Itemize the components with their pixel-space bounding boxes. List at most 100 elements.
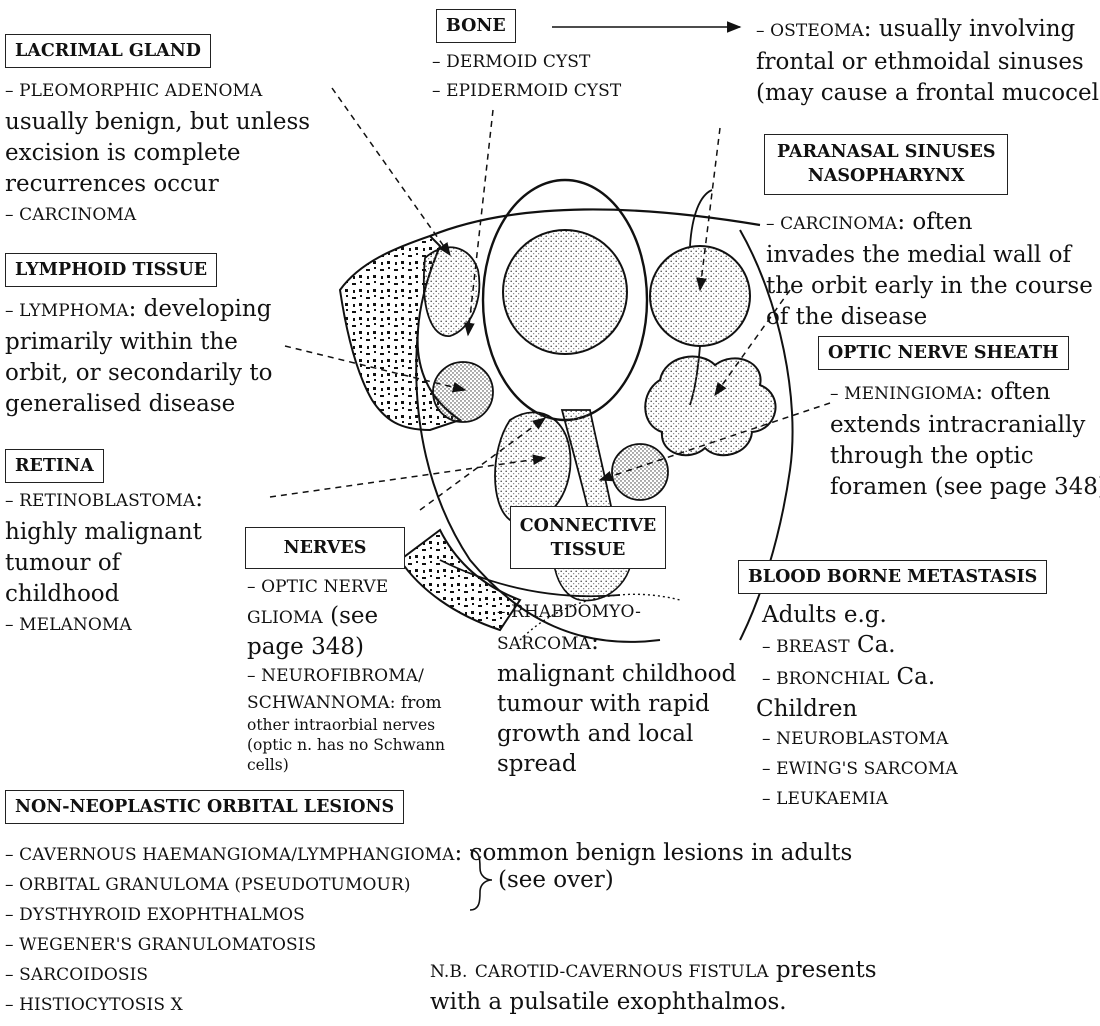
non-neoplastic-line-2: – ORBITAL GRANULOMA (PSEUDOTUMOUR) (5, 870, 852, 900)
connective-text: – RHABDOMYO- SARCOMA: malignant childhoo… (497, 597, 736, 779)
lacrimal-gland-text: – PLEOMORPHIC ADENOMA usually benign, bu… (5, 76, 310, 231)
lacrimal-gland-heading: LACRIMAL GLAND (5, 34, 211, 68)
nerves-line-1: – OPTIC NERVE (247, 573, 445, 602)
osteoma-name: – OSTEOMA (756, 21, 864, 41)
metastasis-ca-1: Ca. (850, 632, 896, 658)
bone-text: – DERMOID CYST – EPIDERMOID CYST (432, 48, 621, 106)
retina-line-4: childhood (5, 579, 203, 610)
connective-line-6: spread (497, 749, 736, 779)
lacrimal-line-5: – CARCINOMA (5, 200, 310, 231)
lacrimal-line-2: usually benign, but unless (5, 107, 310, 138)
metastasis-child-3: – LEUKAEMIA (762, 784, 958, 814)
retina-text: – RETINOBLASTOMA: highly malignant tumou… (5, 484, 203, 641)
connective-line-4: tumour with rapid (497, 689, 736, 719)
metastasis-child-1: – NEUROBLASTOMA (762, 724, 958, 754)
metastasis-breast-line: – BREAST Ca. (762, 630, 958, 662)
lacrimal-line-3: excision is complete (5, 138, 310, 169)
bone-line-1: – DERMOID CYST (432, 48, 621, 77)
bone-line-2: – EPIDERMOID CYST (432, 77, 621, 106)
non-neoplastic-heading: NON-NEOPLASTIC ORBITAL LESIONS (5, 790, 404, 824)
retina-line-3: tumour of (5, 548, 203, 579)
retina-rest: : (195, 486, 203, 512)
non-neoplastic-line-3: – DYSTHYROID EXOPHTHALMOS (5, 900, 852, 930)
optic-sheath-line-2: extends intracranially (830, 410, 1100, 441)
lymphoid-line-4: generalised disease (5, 389, 272, 420)
connective-line-2: SARCOMA: (497, 627, 736, 659)
lacrimal-line-4: recurrences occur (5, 169, 310, 200)
bone-heading: BONE (436, 9, 516, 43)
paranasal-line-4: of the disease (766, 302, 1093, 333)
connective-sarcoma: SARCOMA (497, 634, 591, 654)
carotid-note-nb: N.B. (430, 962, 468, 982)
nerves-line-2: GLIOMA (see (247, 602, 445, 633)
osteoma-line-3: (may cause a frontal mucocele) (756, 78, 1100, 109)
connective-sarcoma-rest: : (591, 629, 599, 655)
optic-sheath-line-1: – MENINGIOMA: often (830, 377, 1100, 410)
paranasal-line-1: – CARCINOMA: often (766, 207, 1093, 240)
lymphoid-text: – LYMPHOMA: developing primarily within … (5, 294, 272, 420)
lacrimal-mass (424, 247, 480, 336)
nerves-heading: NERVES (245, 527, 405, 569)
connective-line-3: malignant childhood (497, 659, 736, 689)
paranasal-heading: PARANASAL SINUSES NASOPHARYNX (764, 134, 1008, 195)
retina-line-5: – MELANOMA (5, 610, 203, 641)
nerves-line-4: – NEUROFIBROMA/ (247, 662, 445, 691)
paranasal-title-2: NASOPHARYNX (777, 165, 995, 189)
nerves-text: – OPTIC NERVE GLIOMA (see page 348) – NE… (247, 573, 445, 775)
non-neoplastic-cavernous: – CAVERNOUS HAEMANGIOMA/LYMPHANGIOMA (5, 845, 455, 865)
carotid-note-fistula: CAROTID-CAVERNOUS FISTULA (475, 962, 769, 982)
optic-sheath-line-3: through the optic (830, 441, 1100, 472)
metastasis-breast: – BREAST (762, 637, 850, 657)
nerves-schwannoma: SCHWANNOMA (247, 693, 390, 713)
connective-heading: CONNECTIVE TISSUE (510, 506, 666, 569)
sheath-ball (612, 444, 668, 500)
osteoma-line-2: frontal or ethmoidal sinuses (756, 47, 1100, 78)
optic-sheath-text: – MENINGIOMA: often extends intracranial… (830, 377, 1100, 503)
lacrimal-line-1: – PLEOMORPHIC ADENOMA (5, 76, 310, 107)
arrow-lacrimal (332, 88, 450, 255)
retina-name: – RETINOBLASTOMA (5, 491, 195, 511)
osteoma-text: – OSTEOMA: usually involving frontal or … (756, 14, 1100, 109)
retina-line-1: – RETINOBLASTOMA: (5, 484, 203, 517)
retina-heading: RETINA (5, 449, 104, 483)
optic-sheath-rest: : often (975, 379, 1050, 405)
carotid-note-presents: presents (776, 957, 877, 983)
metastasis-heading: BLOOD BORNE METASTASIS (738, 560, 1047, 594)
connective-line-5: growth and local (497, 719, 736, 749)
lymphoid-line-3: orbit, or secondarily to (5, 358, 272, 389)
optic-sheath-heading: OPTIC NERVE SHEATH (818, 336, 1069, 370)
lymphoid-line-2: primarily within the (5, 327, 272, 358)
lymphoid-line-1: – LYMPHOMA: developing (5, 294, 272, 327)
paranasal-title-1: PARANASAL SINUSES (777, 141, 995, 165)
nerves-line-6: other intraorbial nerves (247, 715, 445, 735)
metastasis-adults: Adults e.g. (762, 600, 958, 630)
metastasis-bronchial-line: – BRONCHIAL Ca. (762, 662, 958, 694)
optic-sheath-line-4: foramen (see page 348) (830, 472, 1100, 503)
paranasal-line-3: the orbit early in the course (766, 271, 1093, 302)
paranasal-text: – CARCINOMA: often invades the medial wa… (766, 207, 1093, 333)
paranasal-mass (645, 357, 775, 456)
carotid-note: N.B. CAROTID-CAVERNOUS FISTULA presents … (430, 955, 877, 1017)
sinus-ball (650, 246, 750, 346)
connective-title-1: CONNECTIVE (515, 515, 661, 539)
nerves-glioma: GLIOMA (247, 608, 323, 628)
paranasal-rest: : often (897, 209, 972, 235)
non-neoplastic-line-1: – CAVERNOUS HAEMANGIOMA/LYMPHANGIOMA: co… (5, 838, 852, 870)
metastasis-ca-2: Ca. (889, 664, 935, 690)
paranasal-name: – CARCINOMA (766, 214, 897, 234)
metastasis-child-2: – EWING'S SARCOMA (762, 754, 958, 784)
carotid-note-line-1: N.B. CAROTID-CAVERNOUS FISTULA presents (430, 955, 877, 987)
nerves-line-8: cells) (247, 755, 445, 775)
osteoma-rest: : usually involving (864, 16, 1075, 42)
nerves-line-3: page 348) (247, 633, 445, 662)
see-over-label: (see over) (498, 865, 614, 896)
metastasis-children: Children (756, 694, 958, 724)
carotid-note-line-2: with a pulsatile exophthalmos. (430, 987, 877, 1017)
lymphoid-name: – LYMPHOMA (5, 301, 129, 321)
optic-sheath-name: – MENINGIOMA (830, 384, 975, 404)
osteoma-line-1: – OSTEOMA: usually involving (756, 14, 1100, 47)
nerves-line-5: SCHWANNOMA: from (247, 691, 445, 715)
lymphoid-heading: LYMPHOID TISSUE (5, 253, 217, 287)
lymphoid-rest: : developing (129, 296, 272, 322)
